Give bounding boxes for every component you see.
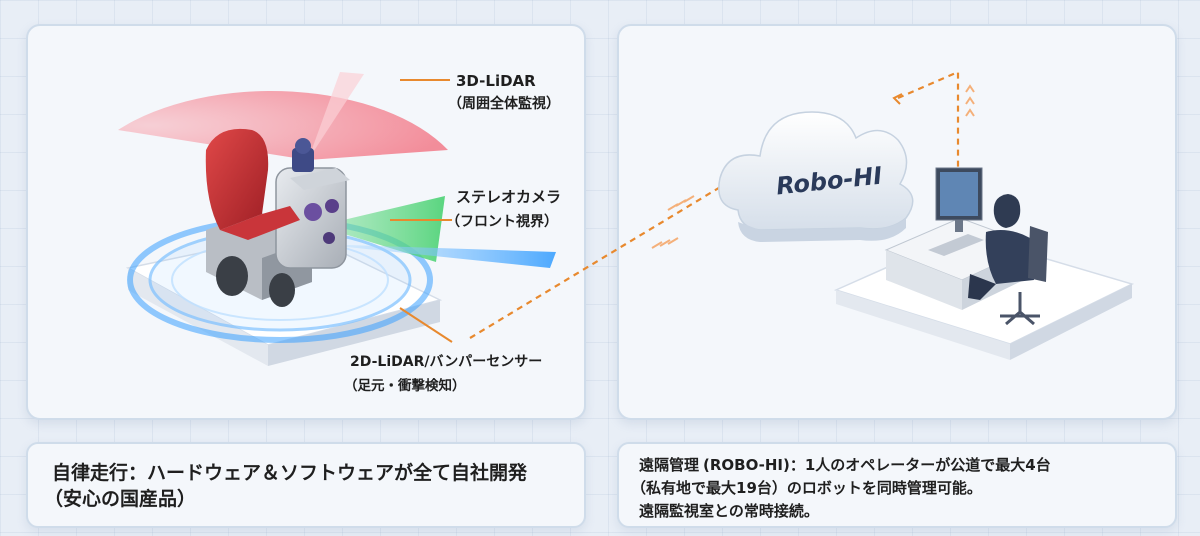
remote-caption: 遠隔管理(ROBO-HI)：1人のオペレーターが公道で最大4台 （私有地で最大1… (617, 442, 1177, 528)
stereo-camera-label: ステレオカメラ (456, 188, 561, 206)
autonomous-caption: 自律走行：ハードウェア＆ソフトウェアが全て自社開発 （安心の国産品） (26, 442, 586, 528)
lidar-2d-label: 2D-LiDAR/バンパーセンサー (350, 354, 542, 370)
lidar-3d-sublabel: （周囲全体監視） (448, 95, 560, 112)
lidar-3d-fan (118, 91, 448, 160)
remote-caption-line3: 遠隔監視室との常時接続。 (639, 500, 819, 521)
remote-caption-paren: (ROBO-HI) (703, 456, 790, 474)
remote-caption-rest: ：1人のオペレーターが公道で最大4台 (790, 456, 1051, 474)
lidar-2d-sublabel: （足元・衝撃検知） (344, 377, 466, 394)
stereo-camera-sublabel: （フロント視界） (446, 213, 558, 230)
autonomous-caption-line1: 自律走行：ハードウェア＆ソフトウェアが全て自社開発 (52, 458, 527, 485)
remote-caption-line2: （私有地で最大19台）のロボットを同時管理可能。 (631, 477, 982, 498)
remote-caption-line1: 遠隔管理(ROBO-HI)：1人のオペレーターが公道で最大4台 (639, 454, 1051, 475)
remote-caption-prefix: 遠隔管理 (639, 456, 699, 474)
lidar-3d-label: 3D-LiDAR (456, 72, 536, 90)
autonomous-caption-line2: （安心の国産品） (44, 484, 196, 511)
